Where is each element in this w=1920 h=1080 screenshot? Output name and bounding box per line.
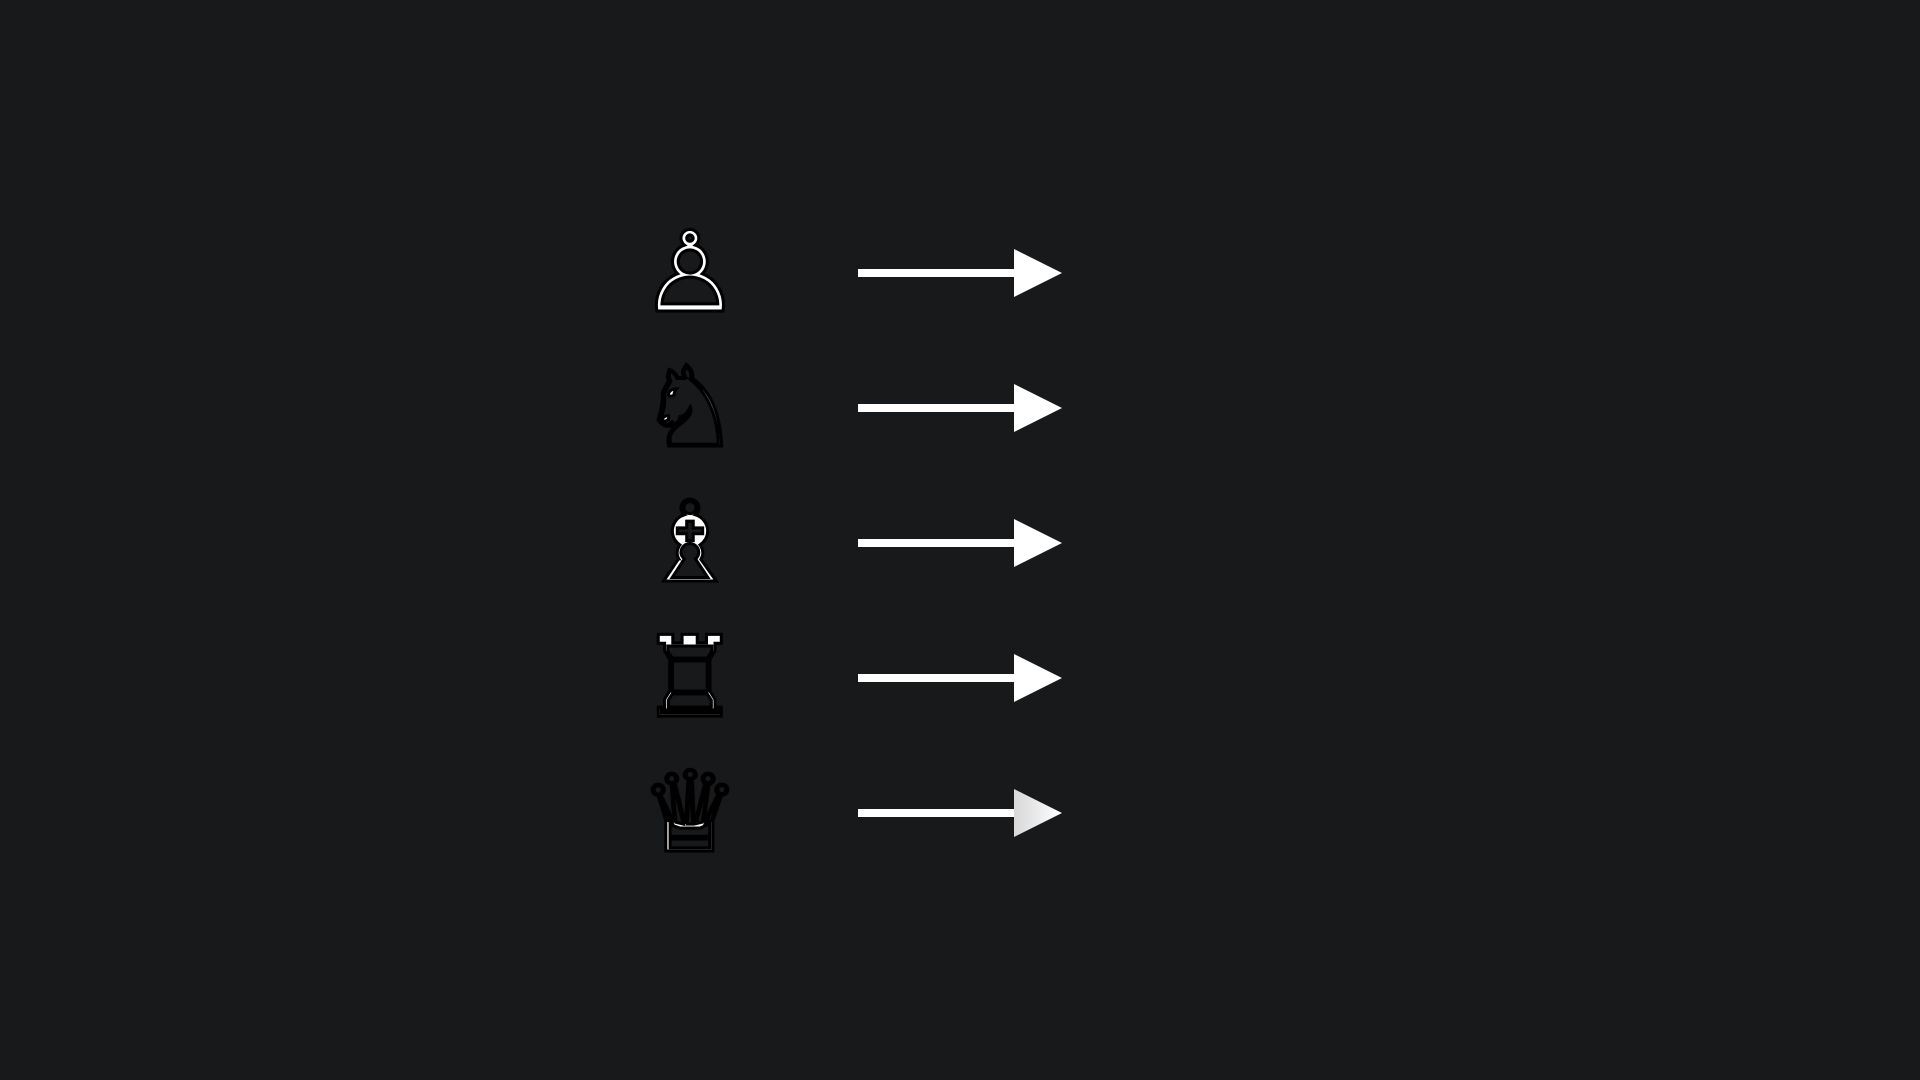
arrow-icon <box>858 789 1062 837</box>
knight-icon: ♘ <box>638 343 741 473</box>
queen-icon: ♕ <box>638 748 741 878</box>
rook-icon: ♖ <box>638 613 741 743</box>
arrow-icon <box>858 249 1062 297</box>
row-knight: ♘ <box>0 343 1920 478</box>
arrow-icon <box>858 654 1062 702</box>
bishop-icon: ♗ <box>638 478 741 608</box>
arrow-icon <box>858 384 1062 432</box>
row-pawn: ♙ <box>0 208 1920 343</box>
row-queen: ♕ <box>0 748 1920 883</box>
pawn-icon: ♙ <box>638 208 741 338</box>
arrow-icon <box>858 519 1062 567</box>
row-bishop: ♗ <box>0 478 1920 613</box>
row-rook: ♖ <box>0 613 1920 748</box>
